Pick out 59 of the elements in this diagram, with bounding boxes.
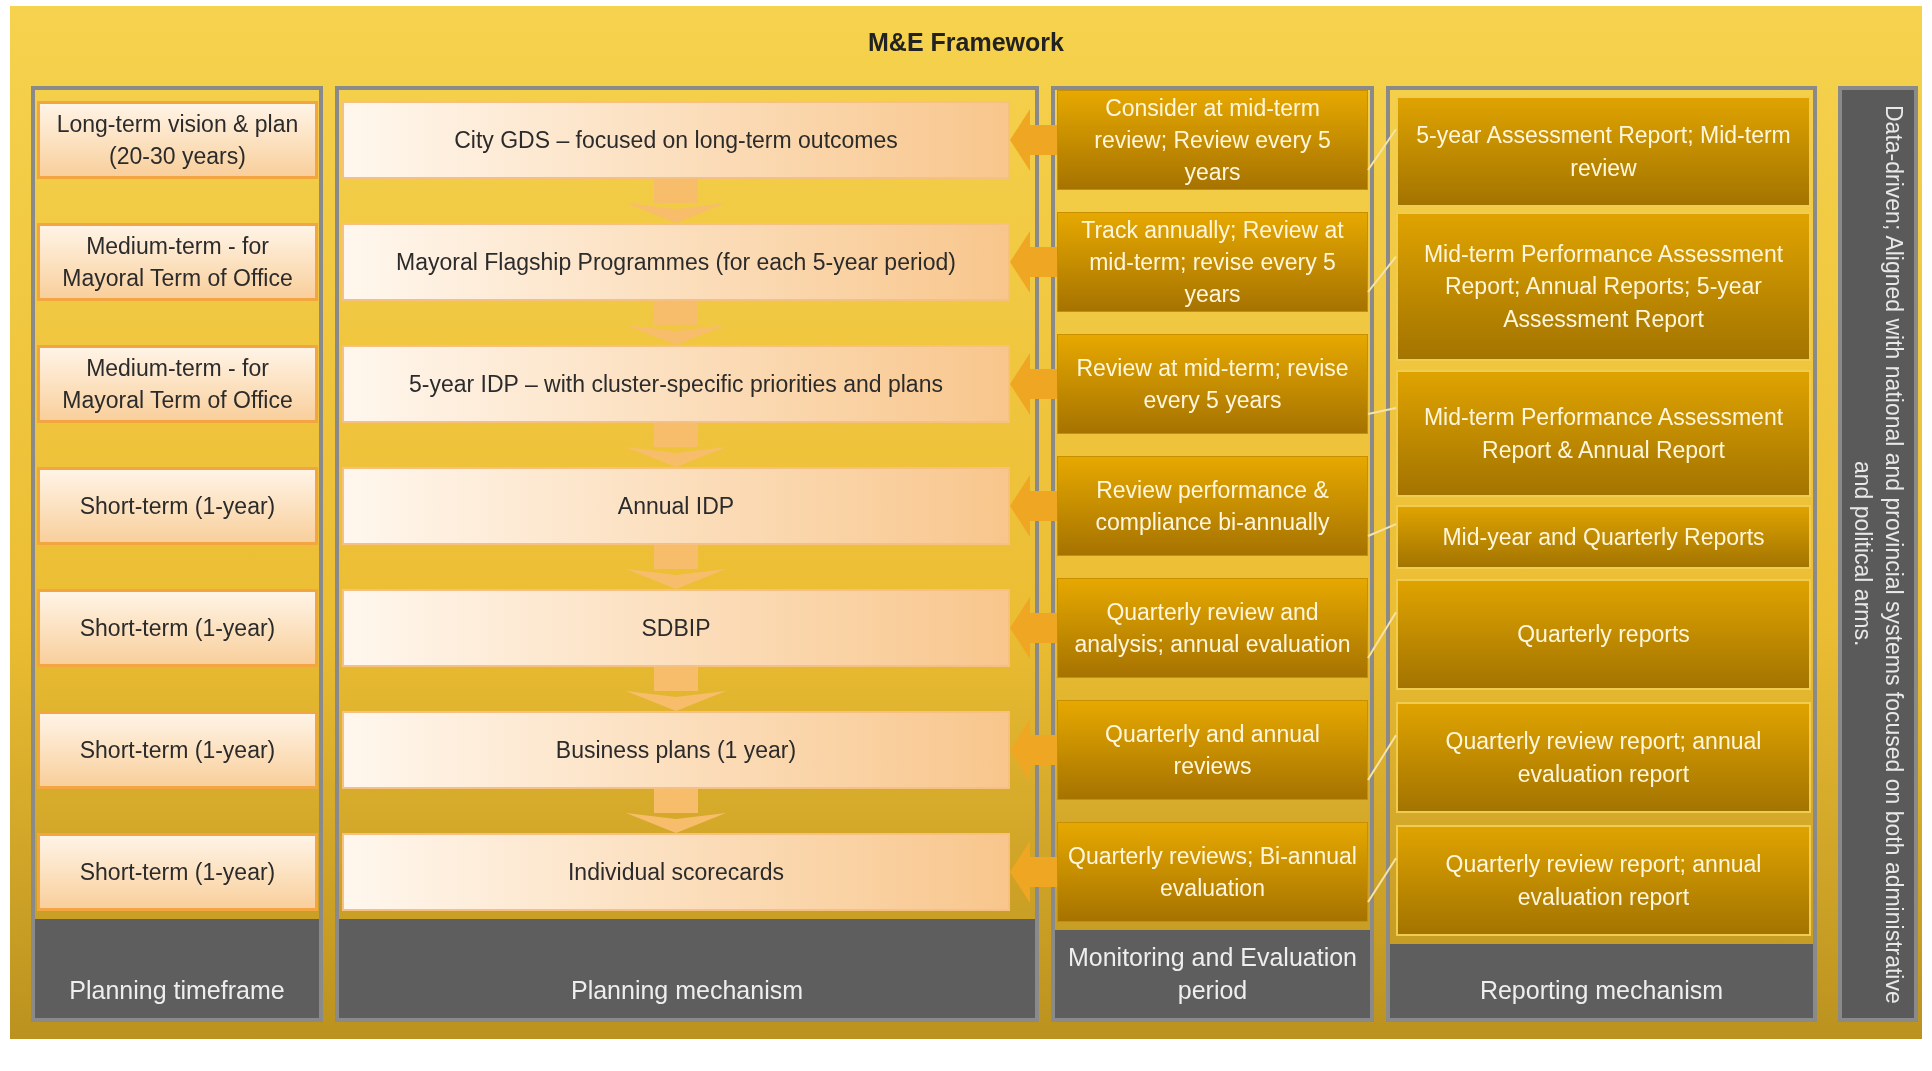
monitoring-box: Review performance & compliance bi-annually xyxy=(1057,456,1368,556)
report-box: Mid-term Performance Assessment Report; Annual Reports; 5-year Assessment Report xyxy=(1396,212,1811,361)
block-arrow xyxy=(1010,231,1057,293)
connector-line xyxy=(1367,734,1397,781)
timeframe-box: Short-term (1-year) xyxy=(37,589,318,667)
planning-box: Individual scorecards xyxy=(342,833,1010,911)
connector-line xyxy=(1367,407,1397,415)
column-panel xyxy=(335,86,1039,1022)
chevron-arrow xyxy=(626,179,726,223)
connector-line xyxy=(1367,128,1397,171)
planning-box: Annual IDP xyxy=(342,467,1010,545)
connector-line xyxy=(1367,611,1397,659)
report-box: Quarterly review report; annual evaluation report xyxy=(1396,825,1811,936)
column-heading: Reporting mechanism xyxy=(1390,944,1813,1018)
framework-panel xyxy=(10,6,1922,1039)
chevron-arrow xyxy=(626,301,726,345)
block-arrow xyxy=(1010,353,1057,415)
chevron-arrow xyxy=(626,789,726,833)
report-box: Quarterly reports xyxy=(1396,579,1811,690)
planning-box: City GDS – focused on long-term outcomes xyxy=(342,101,1010,179)
timeframe-box: Medium-term - for Mayoral Term of Office xyxy=(37,345,318,423)
planning-box: Mayoral Flagship Programmes (for each 5-year period) xyxy=(342,223,1010,301)
timeframe-box: Short-term (1-year) xyxy=(37,467,318,545)
report-box: Quarterly review report; annual evaluation report xyxy=(1396,702,1811,813)
monitoring-box: Consider at mid-term review; Review every 5 years xyxy=(1057,90,1368,190)
timeframe-box: Short-term (1-year) xyxy=(37,833,318,911)
report-box: Mid-year and Quarterly Reports xyxy=(1396,505,1811,569)
monitoring-box: Review at mid-term; revise every 5 years xyxy=(1057,334,1368,434)
chevron-arrow xyxy=(626,667,726,711)
column-panel xyxy=(1051,86,1374,1022)
connector-line xyxy=(1367,255,1397,293)
column-panel xyxy=(1386,86,1817,1022)
timeframe-box: Short-term (1-year) xyxy=(37,711,318,789)
monitoring-box: Track annually; Review at mid-term; revise every 5 years xyxy=(1057,212,1368,312)
column-panel xyxy=(31,86,323,1022)
block-arrow xyxy=(1010,109,1057,171)
planning-box: Business plans (1 year) xyxy=(342,711,1010,789)
chevron-arrow xyxy=(626,545,726,589)
block-arrow xyxy=(1010,719,1057,781)
side-banner: Data-driven; Aligned with national and provincial systems focused on both administrative and political arms. xyxy=(1838,86,1918,1022)
column-heading: Monitoring and Evaluation period xyxy=(1055,930,1370,1018)
monitoring-box: Quarterly review and analysis; annual evaluation xyxy=(1057,578,1368,678)
block-arrow xyxy=(1010,597,1057,659)
timeframe-box: Medium-term - for Mayoral Term of Office xyxy=(37,223,318,301)
block-arrow xyxy=(1010,475,1057,537)
report-box: Mid-term Performance Assessment Report & Annual Report xyxy=(1396,370,1811,497)
connector-line xyxy=(1367,523,1397,537)
chevron-arrow xyxy=(626,423,726,467)
connector-line xyxy=(1367,857,1397,903)
column-heading: Planning timeframe xyxy=(35,919,319,1018)
timeframe-box: Long-term vision & plan (20-30 years) xyxy=(37,101,318,179)
planning-box: 5-year IDP – with cluster-specific priorities and plans xyxy=(342,345,1010,423)
block-arrow xyxy=(1010,841,1057,903)
report-box: 5-year Assessment Report; Mid-term review xyxy=(1396,96,1811,207)
monitoring-box: Quarterly reviews; Bi-annual evaluation xyxy=(1057,822,1368,922)
planning-box: SDBIP xyxy=(342,589,1010,667)
monitoring-box: Quarterly and annual reviews xyxy=(1057,700,1368,800)
column-heading: Planning mechanism xyxy=(339,919,1035,1018)
panel-heading: M&E Framework xyxy=(868,28,1064,57)
